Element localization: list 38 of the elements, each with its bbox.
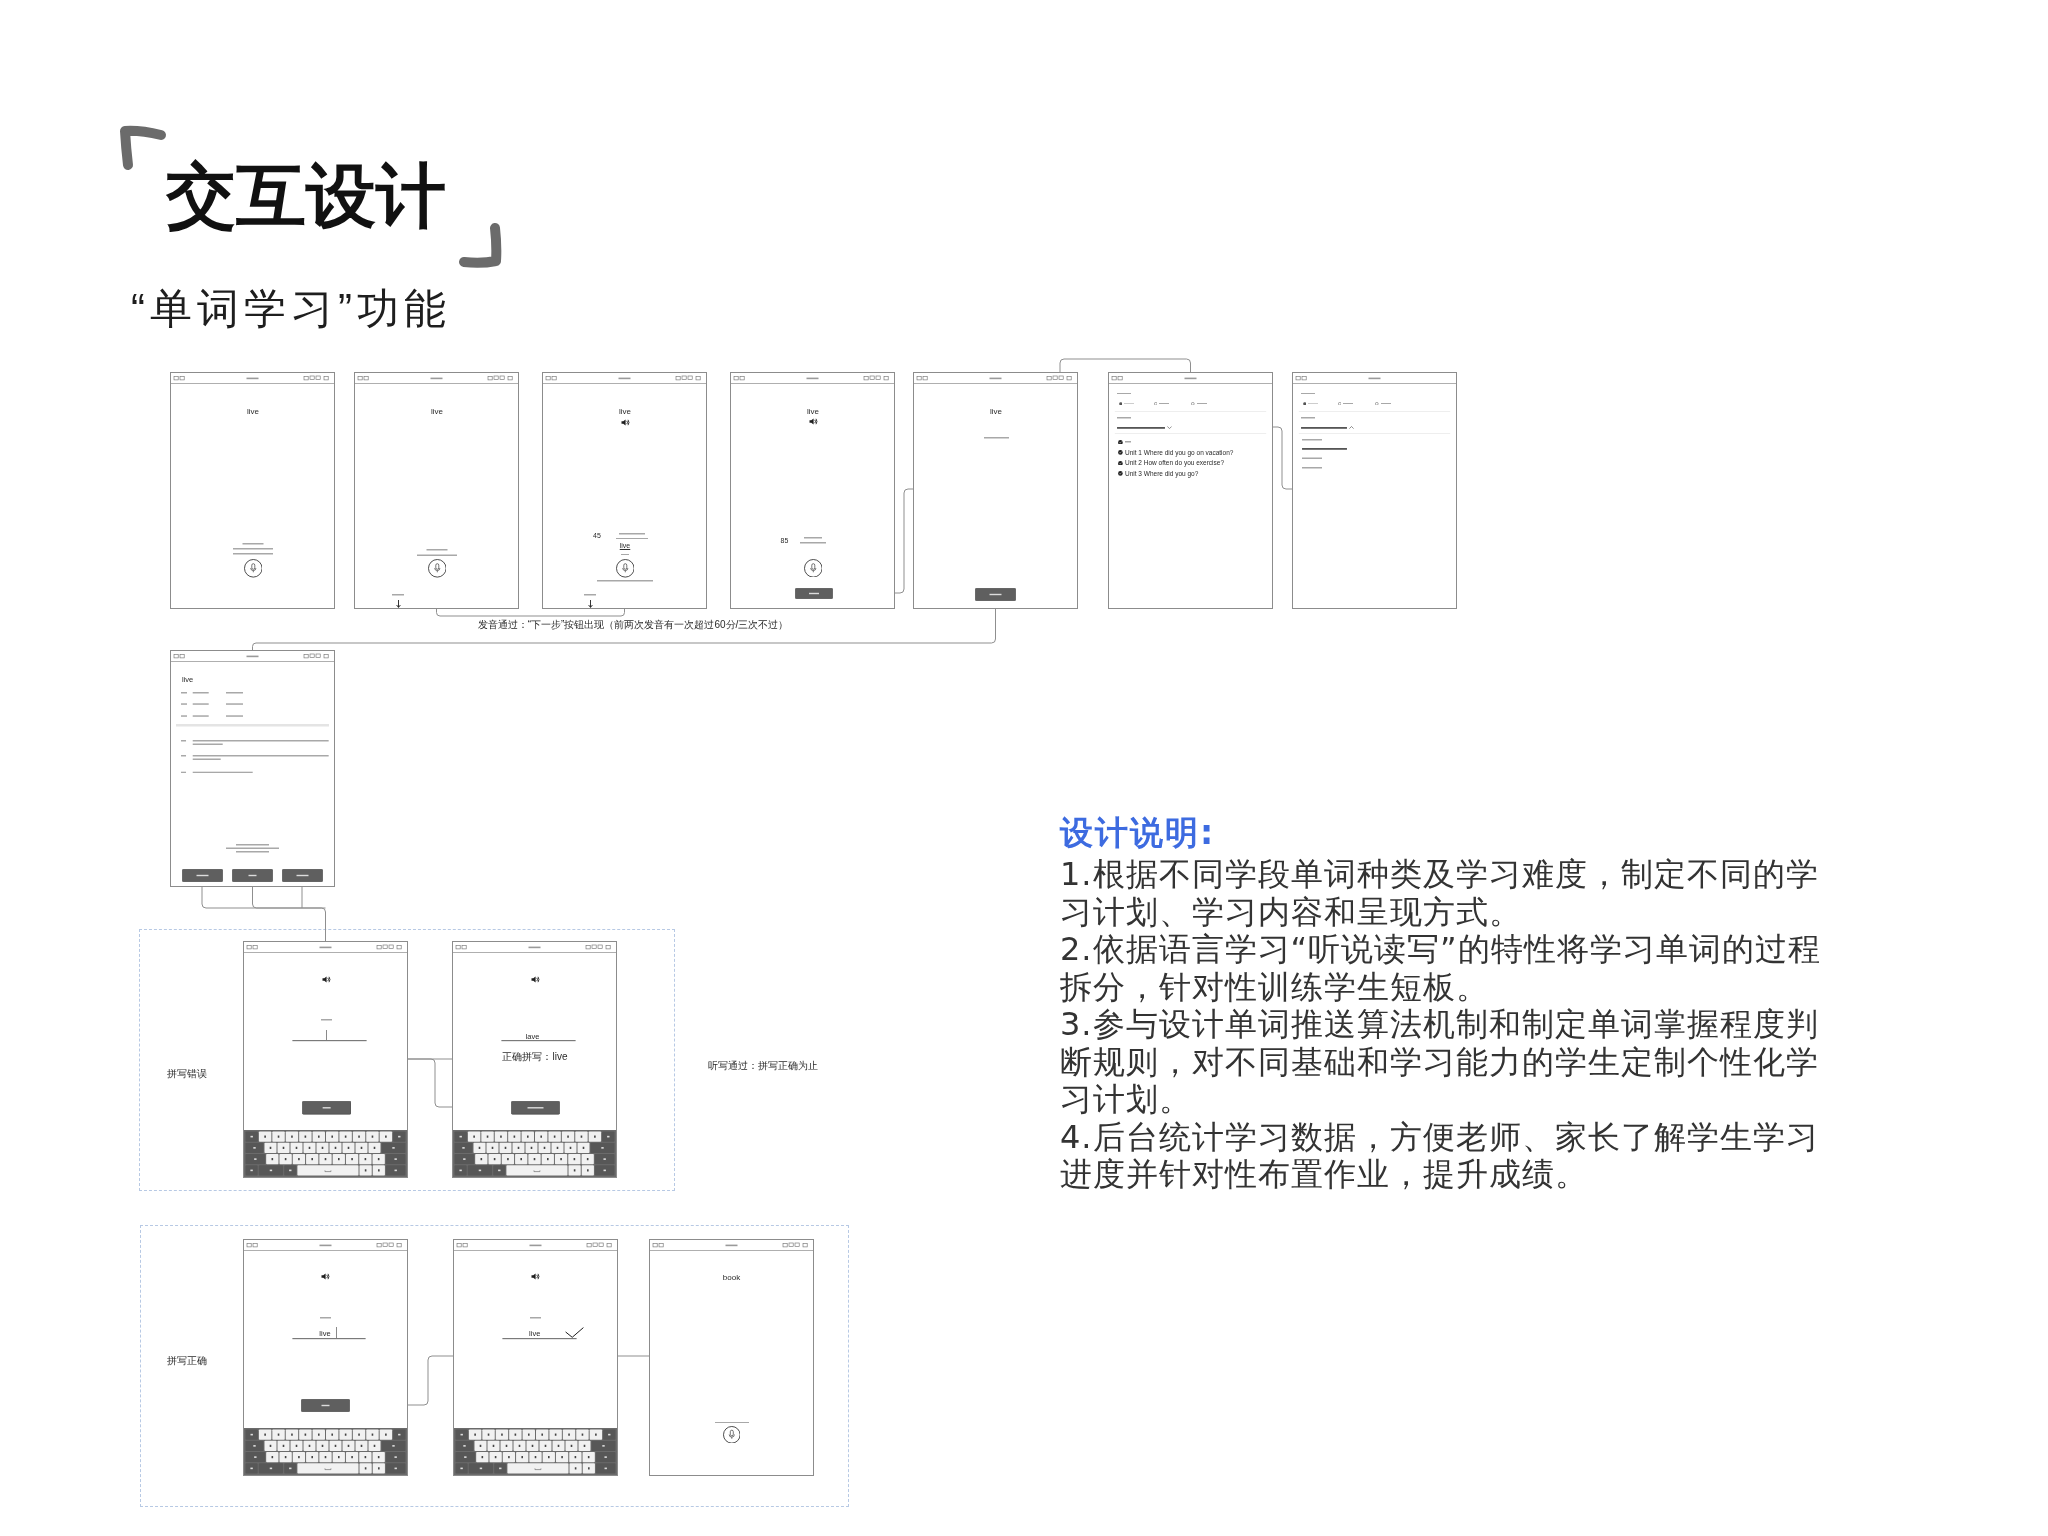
- screen-wireframe: [170, 650, 335, 887]
- note-paragraph: 3.参与设计单词推送算法机制和制定单词掌握程度判断规则，对不同基础和学习能力的学生定制个性化学习计划。: [1060, 1006, 1820, 1119]
- section-heading: 设计说明:: [1060, 812, 1216, 854]
- flow-connector: [252, 608, 996, 651]
- screen-wireframe: [243, 1239, 408, 1476]
- flow-connector: [1059, 358, 1191, 373]
- screen-wireframe: [243, 941, 408, 1178]
- word-text: live: [247, 406, 259, 417]
- annotation-text: 发音通过：“下一步”按钮出现（前两次发音有一次超过60分/三次不过）: [477, 619, 789, 631]
- group-label: 拼写正确: [167, 1355, 207, 1367]
- note-paragraph: 2.依据语言学习“听说读写”的特性将学习单词的过程拆分，针对性训练学生短板。: [1060, 931, 1822, 1006]
- dashed-group-frame: [140, 1225, 849, 1507]
- note-paragraph: 4.后台统计学习数据，方便老师、家长了解学生学习进度并针对性布置作业，提升成绩。: [1060, 1118, 1820, 1194]
- page-title: 交互设计: [166, 155, 446, 237]
- word-text: live: [807, 406, 819, 417]
- group-label: 拼写错误: [167, 1068, 207, 1080]
- annotation-text: 听写通过：拼写正确为止: [708, 1060, 818, 1072]
- hint-text: 正确拼写：live: [502, 1051, 568, 1064]
- flow-connector: [407, 1058, 453, 1108]
- word-text: live: [431, 406, 443, 417]
- screen-wireframe: [1108, 372, 1273, 609]
- screen-wireframe: [452, 941, 617, 1178]
- word-text: live: [619, 406, 631, 417]
- screen-wireframe: [730, 372, 895, 609]
- note-paragraph: 1.根据不同学段单词种类及学习难度，制定不同的学习计划、学习内容和呈现方式。: [1060, 856, 1820, 931]
- screen-wireframe: [170, 372, 335, 609]
- screen-wireframe: [453, 1239, 618, 1476]
- screen-wireframe: [542, 372, 707, 609]
- flow-connector: [617, 1355, 650, 1357]
- subtitle: “单词学习”功能: [131, 284, 451, 334]
- screen-wireframe: [354, 372, 519, 609]
- word-text: book: [722, 1273, 741, 1283]
- word-text: live: [990, 406, 1002, 417]
- screen-wireframe: [913, 372, 1078, 609]
- flow-connector: [436, 608, 625, 617]
- screen-wireframe: [649, 1239, 814, 1476]
- dashed-group-frame: [139, 929, 675, 1191]
- screen-wireframe: [1292, 372, 1457, 609]
